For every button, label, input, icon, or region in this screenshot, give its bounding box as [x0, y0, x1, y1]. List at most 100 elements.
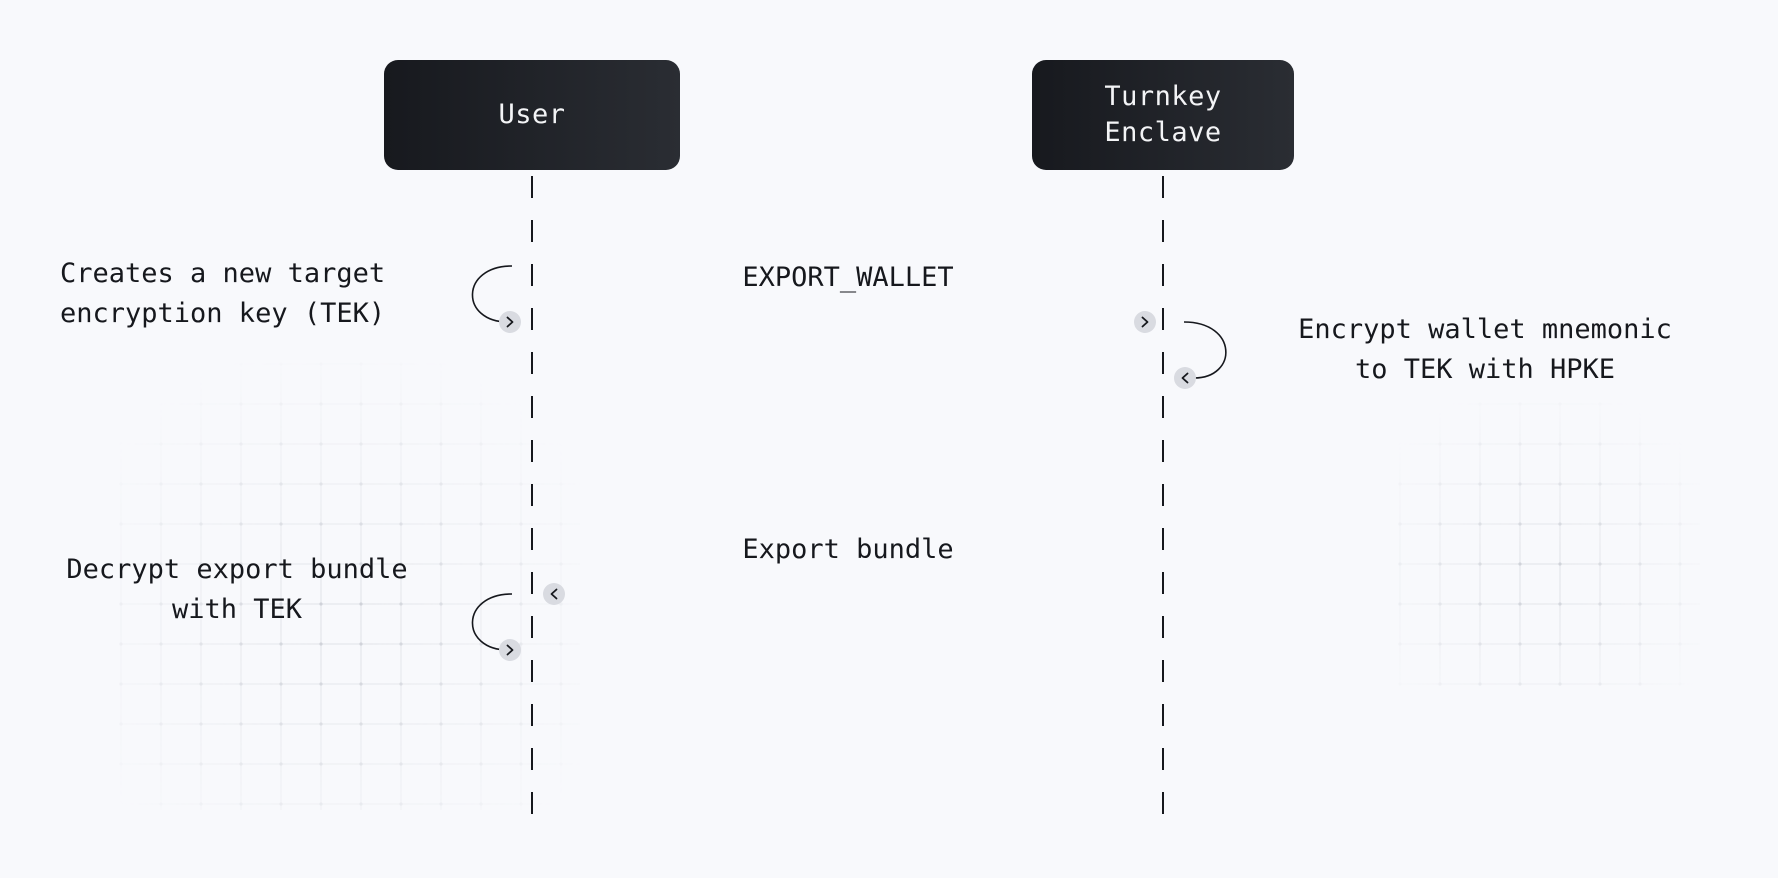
grid-dot: [279, 842, 283, 846]
grid-dot: [599, 522, 603, 526]
grid-dot: [1398, 442, 1402, 446]
grid-dot: [1558, 522, 1562, 526]
grid-dot: [1678, 682, 1682, 686]
grid-dot: [559, 522, 563, 526]
grid-dot: [239, 482, 243, 486]
grid-dot: [519, 642, 523, 646]
grid-dot: [239, 602, 243, 606]
grid-dot: [439, 522, 443, 526]
grid-dot: [1678, 642, 1682, 646]
grid-dot: [359, 802, 363, 806]
grid-dot: [1398, 482, 1402, 486]
grid-dot: [439, 722, 443, 726]
grid-dot: [399, 442, 403, 446]
grid-dot: [1478, 482, 1482, 486]
grid-dot: [1558, 442, 1562, 446]
grid-dot: [599, 802, 603, 806]
grid-dot: [199, 682, 203, 686]
grid-dot: [359, 682, 363, 686]
grid-dot: [439, 842, 443, 846]
grid-dot: [479, 402, 483, 406]
grid-dot: [599, 442, 603, 446]
grid-dot: [1638, 602, 1642, 606]
note-encrypt-line1: Encrypt wallet mnemonic: [1298, 314, 1672, 345]
grid-dot: [1518, 602, 1522, 606]
grid-dot: [119, 762, 123, 766]
grid-dot: [199, 402, 203, 406]
chevron-left-icon: [1174, 367, 1196, 389]
grid-dot: [199, 842, 203, 846]
grid-dot: [599, 362, 603, 366]
grid-dot: [359, 722, 363, 726]
grid-dot: [239, 562, 243, 566]
note-decrypt-line1: Decrypt export bundle: [66, 554, 408, 585]
grid-dot: [239, 402, 243, 406]
grid-dot: [559, 762, 563, 766]
grid-dot: [279, 442, 283, 446]
grid-dot: [559, 482, 563, 486]
grid-dot: [559, 642, 563, 646]
grid-dot: [159, 842, 163, 846]
grid-dot: [399, 402, 403, 406]
grid-dot: [319, 522, 323, 526]
grid-dot: [1638, 442, 1642, 446]
grid-dot: [599, 402, 603, 406]
grid-dot: [279, 762, 283, 766]
grid-dot: [479, 642, 483, 646]
grid-dot: [1438, 482, 1442, 486]
grid-decoration-left: [119, 362, 603, 846]
grid-dot: [1598, 402, 1602, 406]
grid-dot: [1678, 602, 1682, 606]
grid-dot: [599, 682, 603, 686]
grid-dot: [1638, 402, 1642, 406]
grid-dot: [1678, 442, 1682, 446]
grid-dot: [399, 562, 403, 566]
grid-dot: [239, 362, 243, 366]
grid-dot: [439, 602, 443, 606]
grid-dot: [559, 802, 563, 806]
grid-dot: [1678, 402, 1682, 406]
grid-dot: [599, 842, 603, 846]
grid-dot: [319, 402, 323, 406]
grid-dot: [279, 362, 283, 366]
grid-dot: [279, 682, 283, 686]
grid-dot: [519, 762, 523, 766]
grid-dot: [479, 442, 483, 446]
grid-dot: [119, 562, 123, 566]
grid-dot: [559, 362, 563, 366]
grid-dot: [1598, 682, 1602, 686]
grid-dot: [479, 802, 483, 806]
grid-dot: [279, 482, 283, 486]
chevron-right-icon: [1134, 311, 1156, 333]
grid-dot: [159, 562, 163, 566]
grid-dot: [439, 562, 443, 566]
actor-enclave-label: Turnkey Enclave: [1104, 79, 1221, 151]
grid-dot: [399, 802, 403, 806]
grid-dot: [119, 362, 123, 366]
grid-dot: [439, 362, 443, 366]
grid-dot: [159, 482, 163, 486]
grid-dot: [519, 522, 523, 526]
actor-user: User: [384, 60, 680, 170]
grid-dot: [1718, 642, 1722, 646]
grid-dot: [1598, 442, 1602, 446]
grid-dot: [199, 802, 203, 806]
grid-dot: [519, 722, 523, 726]
grid-dot: [159, 402, 163, 406]
grid-dot: [1398, 602, 1402, 606]
grid-dot: [1678, 482, 1682, 486]
grid-dot: [1638, 642, 1642, 646]
grid-dot: [359, 362, 363, 366]
grid-dot: [159, 522, 163, 526]
grid-dot: [1518, 442, 1522, 446]
grid-dot: [1678, 522, 1682, 526]
grid-dot: [199, 762, 203, 766]
grid-dot: [1718, 482, 1722, 486]
grid-dot: [439, 442, 443, 446]
grid-dot: [319, 362, 323, 366]
grid-dot: [559, 442, 563, 446]
grid-dot: [359, 642, 363, 646]
grid-dot: [1718, 562, 1722, 566]
